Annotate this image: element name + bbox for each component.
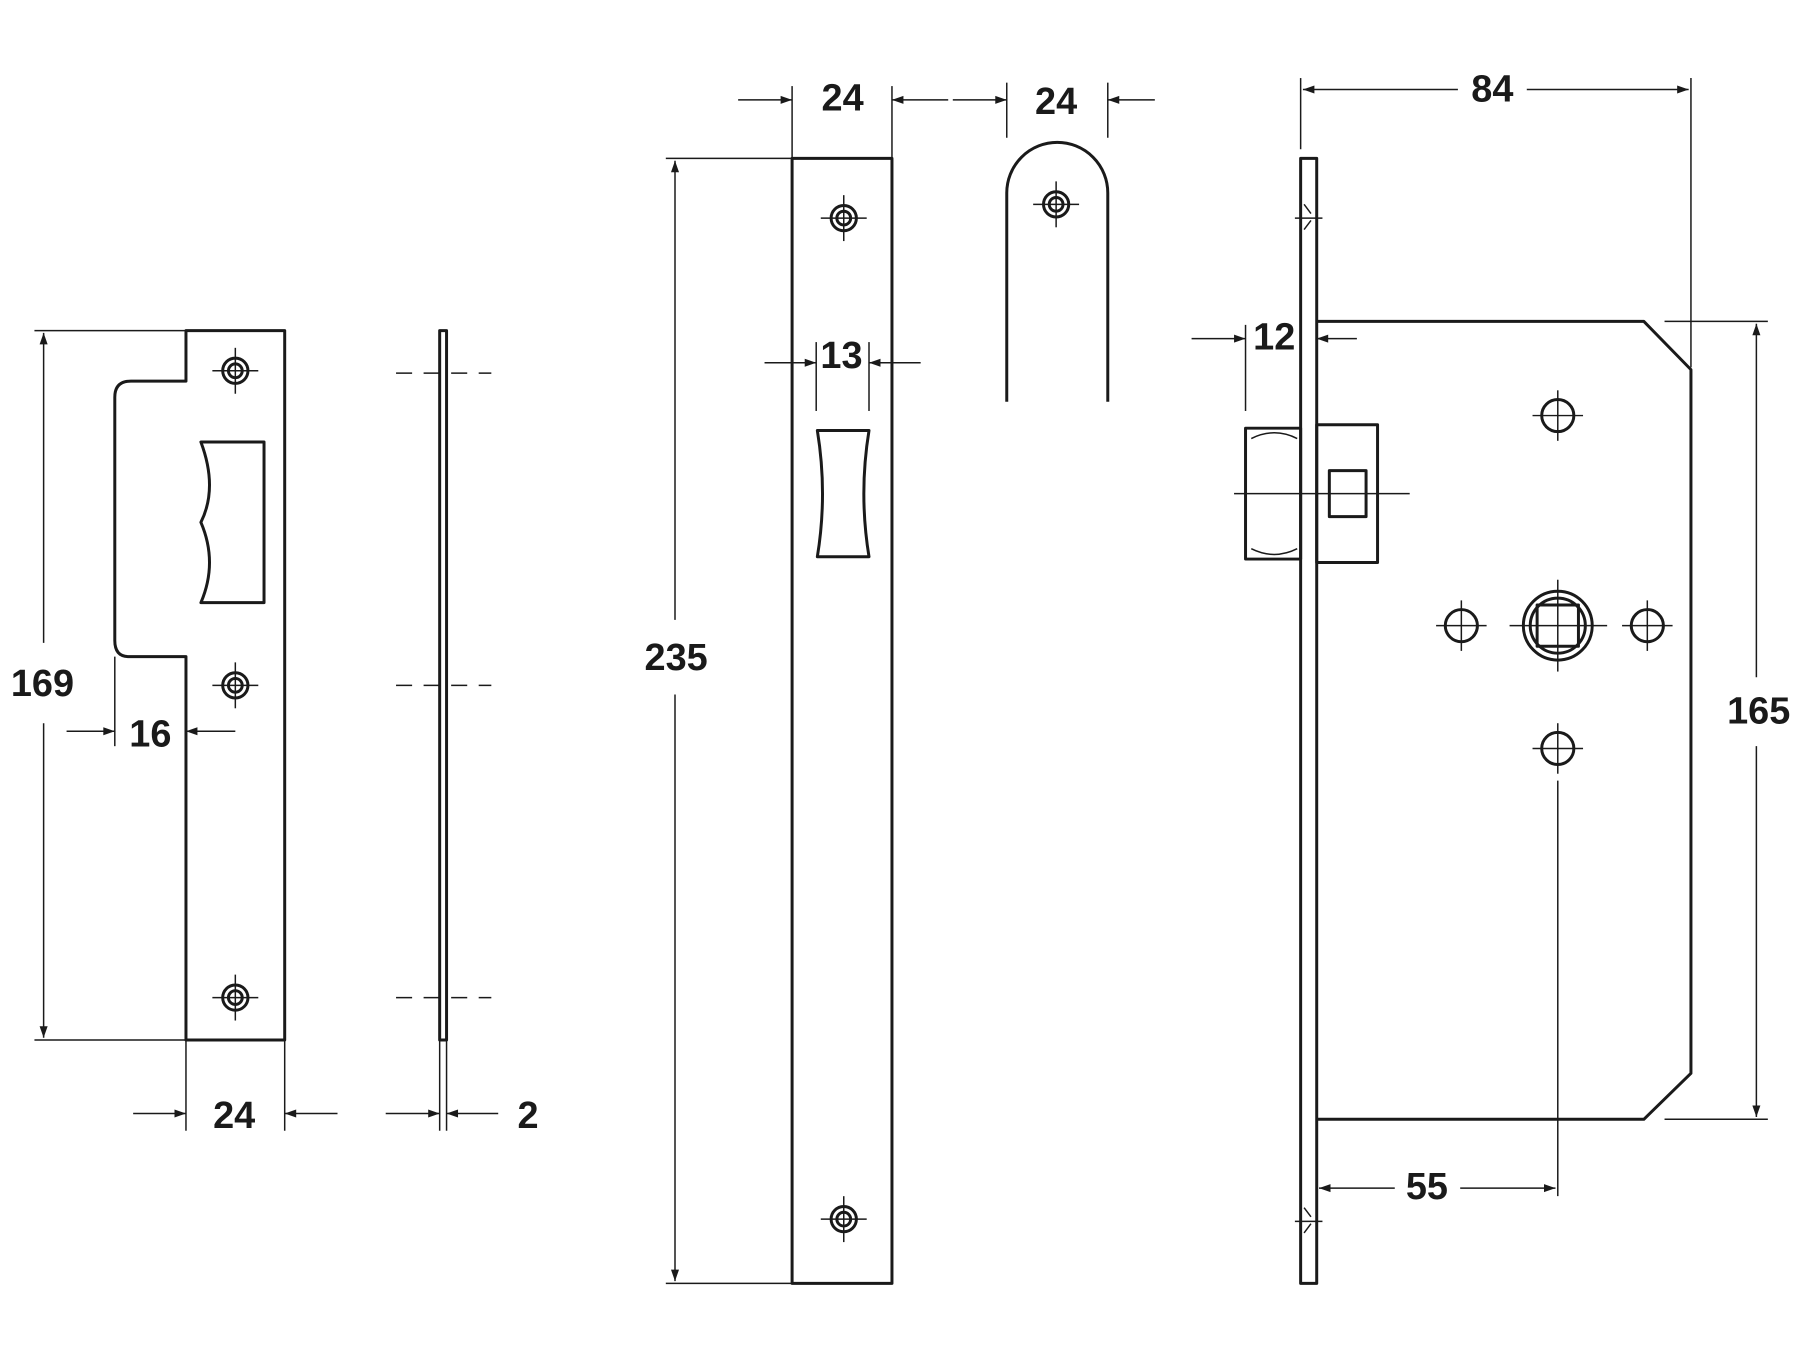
dimension-label: 13 — [820, 335, 862, 377]
strike-plate-side-view: 2 — [385, 329, 539, 1137]
screw-hole-icon — [210, 973, 260, 1023]
dimension-label: 24 — [1035, 81, 1077, 123]
dimension-strike-lip: 16 — [66, 656, 236, 756]
screw-hole-icon — [210, 660, 260, 710]
dimension-label: 24 — [213, 1095, 255, 1137]
screw-hole-icon — [819, 193, 869, 243]
latch-slot — [815, 428, 871, 559]
forend-plate — [790, 156, 894, 1285]
lock-body-side-view — [1234, 156, 1693, 1285]
dimension-backset: 55 — [1319, 780, 1559, 1208]
dimension-label: 165 — [1727, 691, 1790, 733]
dimension-latch-projection: 12 — [1191, 317, 1357, 411]
dimension-label: 2 — [518, 1095, 539, 1137]
dimension-case-height: 165 — [1664, 320, 1790, 1121]
forend-rounded-end: 24 — [952, 81, 1155, 402]
screw-hole-icon — [210, 346, 260, 396]
strike-plate-front-view — [113, 329, 287, 1042]
dimension-strike-height: 169 — [11, 329, 186, 1041]
screw-hole-icon — [819, 1194, 869, 1244]
dimension-label: 84 — [1471, 69, 1513, 111]
dimension-label: 55 — [1406, 1166, 1448, 1208]
dimension-label: 235 — [645, 637, 708, 679]
dimension-label: 24 — [822, 78, 864, 120]
dimension-latch-slot: 13 — [764, 335, 921, 411]
fixing-hole-icon — [1531, 388, 1585, 443]
fixing-hole-icon — [1531, 721, 1585, 776]
fixing-hole-icon — [1434, 598, 1489, 653]
fixing-hole-icon — [1620, 598, 1675, 653]
spindle-follower-icon — [1509, 579, 1608, 672]
dimension-label: 16 — [129, 714, 171, 756]
strike-opening — [199, 440, 266, 605]
dimension-strike-width: 24 — [133, 1040, 338, 1137]
dimension-label: 169 — [11, 663, 74, 705]
dimension-label: 12 — [1253, 317, 1295, 359]
dimension-overall-depth: 84 — [1299, 69, 1692, 368]
screw-hole-icon — [1031, 179, 1081, 229]
dimension-forend-width: 24 — [738, 78, 949, 159]
dimension-forend-height: 235 — [645, 157, 793, 1285]
